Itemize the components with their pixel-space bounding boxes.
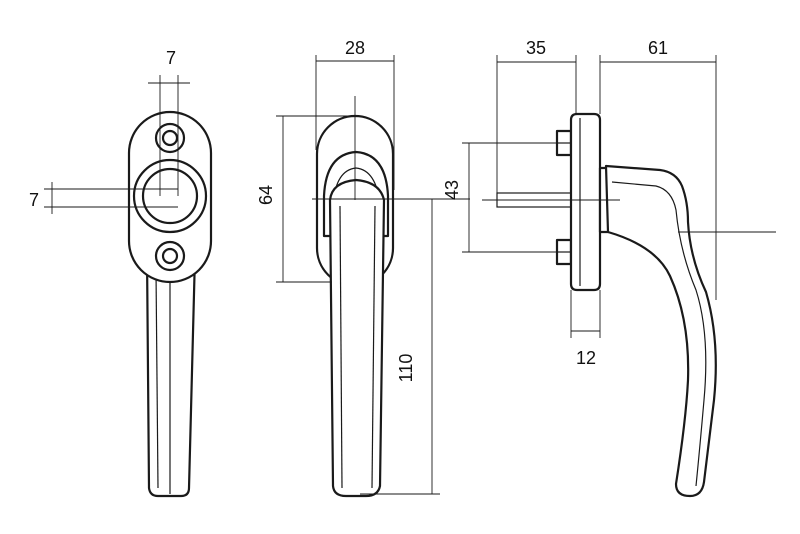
side-handle-lever xyxy=(328,178,386,498)
front-view: 7 7 xyxy=(29,48,213,498)
profile-dim-12-label: 12 xyxy=(576,348,596,368)
profile-lever-inner-line xyxy=(611,181,707,487)
front-handle-lever xyxy=(145,253,197,498)
front-spindle-hub-inner xyxy=(141,167,199,225)
front-spindle-hub-outer xyxy=(132,158,208,234)
side-lever-right-edge xyxy=(371,205,376,489)
side-view: 28 64 110 xyxy=(256,38,470,498)
front-rose-plate xyxy=(127,110,213,284)
front-top-screw-inner xyxy=(161,129,179,147)
profile-handle-lever xyxy=(604,164,717,498)
profile-dim-35-label: 35 xyxy=(526,38,546,58)
front-dim-7h-label: 7 xyxy=(166,48,176,68)
side-dim-110-label: 110 xyxy=(396,354,416,383)
front-bottom-screw-inner xyxy=(161,247,179,265)
front-handle-inner-edge xyxy=(155,269,159,489)
front-dim-7v-label: 7 xyxy=(29,190,39,210)
side-dim-28-label: 28 xyxy=(345,38,365,58)
profile-dim-61-label: 61 xyxy=(648,38,668,58)
front-bottom-screw-outer xyxy=(154,240,186,272)
profile-rose-plate xyxy=(569,112,602,292)
profile-dim-43-label: 43 xyxy=(442,180,462,200)
front-top-screw-outer xyxy=(154,122,186,154)
side-lever-left-edge xyxy=(339,205,343,489)
side-dim-64-label: 64 xyxy=(256,185,276,205)
profile-view: 35 61 43 12 xyxy=(442,38,776,498)
